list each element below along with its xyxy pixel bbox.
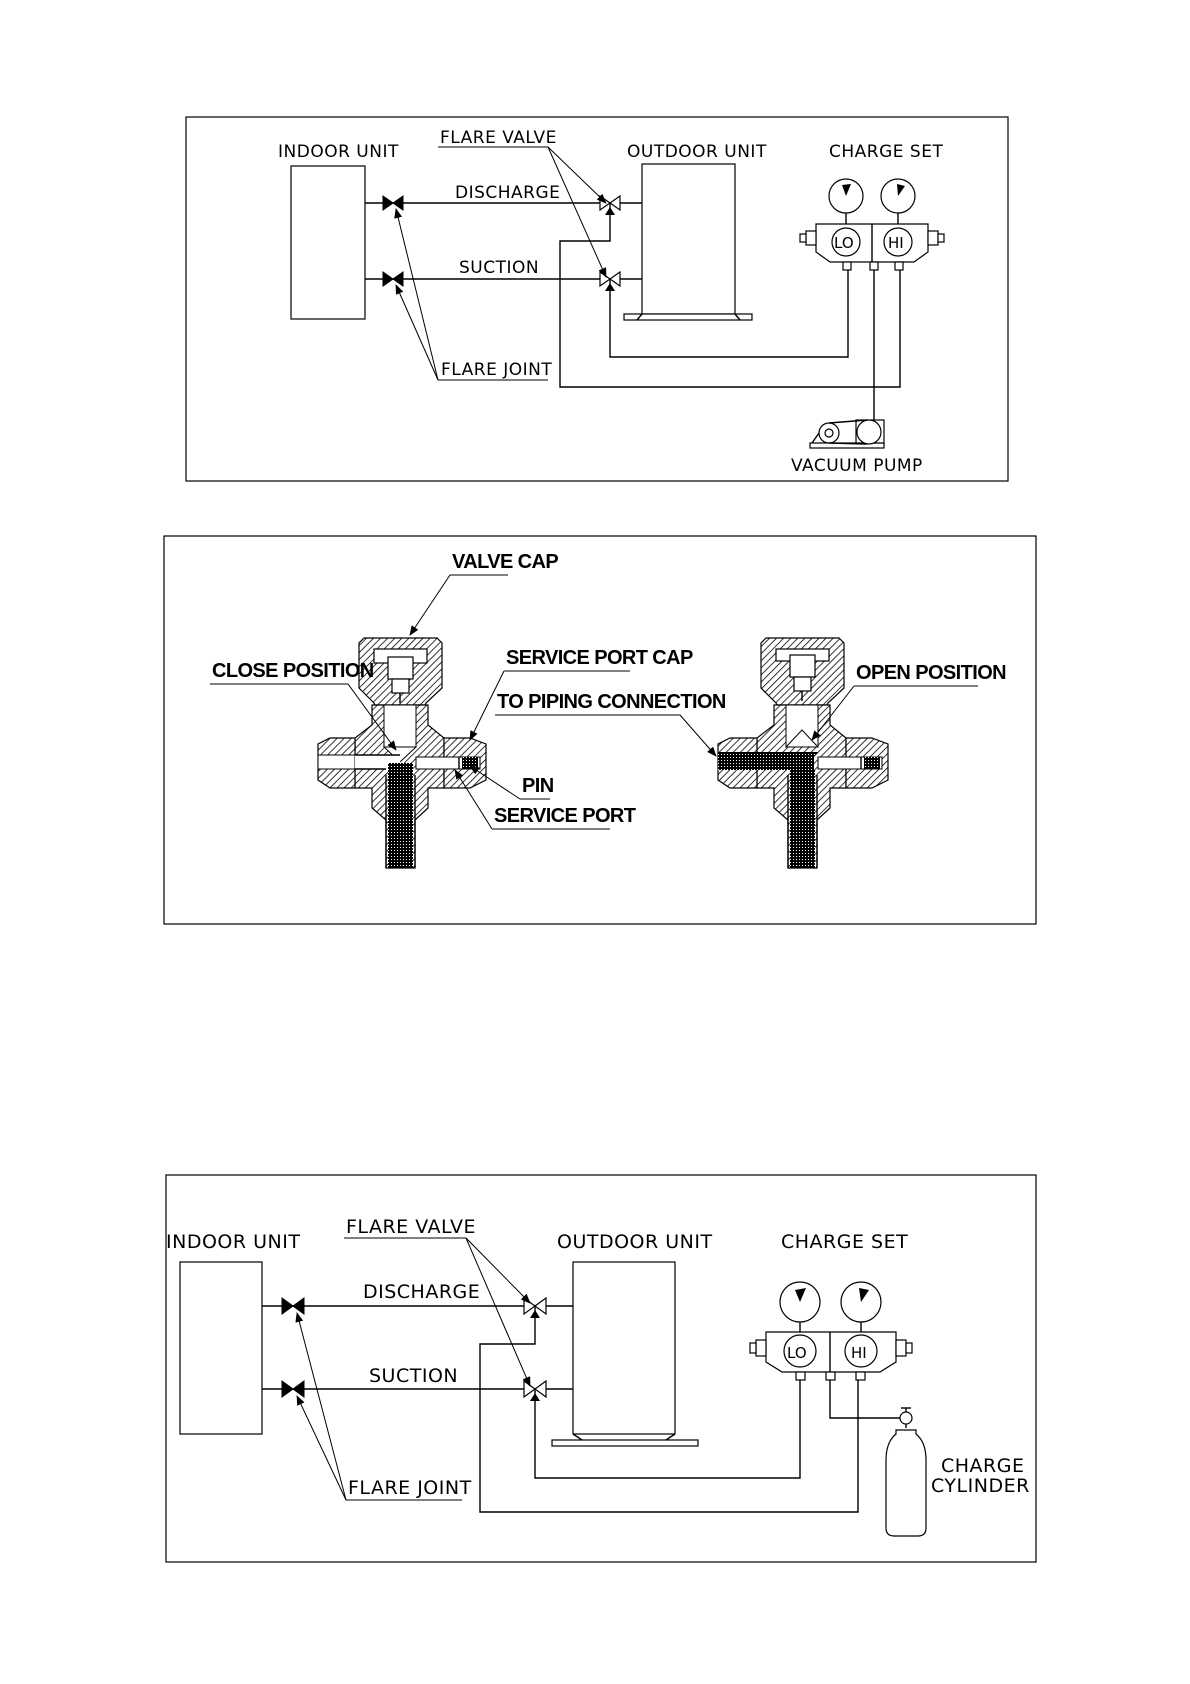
vacuum-diagram: INDOOR UNIT OUTDOOR UNIT FLARE VALVE DIS… (186, 117, 1008, 481)
valve-stem-open (790, 655, 815, 677)
hi-gauge-label-2: HI (851, 1344, 867, 1362)
service-port-cap-label: SERVICE PORT CAP (506, 647, 693, 669)
vacuum-pump (810, 420, 884, 448)
valve-diagram-frame (164, 536, 1036, 924)
flare-valve-discharge-2 (524, 1298, 546, 1318)
flare-valve-suction (600, 272, 620, 291)
charge-set-label-2: CHARGE SET (781, 1231, 908, 1253)
outdoor-unit-label: OUTDOOR UNIT (627, 142, 767, 162)
charge-set-manifold: LO HI (800, 179, 944, 270)
flare-valve-label-2: FLARE VALVE (346, 1216, 476, 1238)
charge-cylinder (886, 1408, 926, 1536)
suction-label-2: SUCTION (369, 1365, 458, 1387)
hi-gauge-label: HI (888, 234, 904, 252)
charge-diagram: INDOOR UNIT OUTDOOR UNIT FLARE VALVE DIS… (166, 1175, 1036, 1562)
flare-joint-suction-2 (282, 1381, 304, 1397)
close-position-label: CLOSE POSITION (212, 660, 374, 682)
service-port-label: SERVICE PORT (494, 805, 636, 827)
valve-diagram: VALVE CAP CLOSE POSITION SERVICE PORT CA… (164, 536, 1036, 924)
charge-set-label: CHARGE SET (829, 142, 943, 162)
charge-set-manifold-2: LO HI (750, 1282, 912, 1380)
suction-label: SUCTION (459, 258, 539, 278)
discharge-label-2: DISCHARGE (363, 1281, 480, 1303)
center-hose-2 (830, 1378, 906, 1418)
valve-stem (388, 657, 413, 679)
outdoor-unit-box-2 (573, 1262, 675, 1434)
lo-gauge-label-2: LO (787, 1344, 807, 1362)
outdoor-unit-box (642, 164, 735, 314)
to-piping-connection-label: TO PIPING CONNECTION (497, 691, 726, 713)
charge-cylinder-label-line2: CYLINDER (931, 1475, 1030, 1497)
indoor-unit-box (291, 166, 365, 319)
lo-gauge-label: LO (834, 234, 854, 252)
flare-joint-label: FLARE JOINT (441, 360, 552, 380)
open-position-label: OPEN POSITION (856, 662, 1006, 684)
indoor-unit-box-2 (180, 1262, 262, 1434)
flare-joint-discharge-2 (282, 1298, 304, 1314)
indoor-unit-label-2: INDOOR UNIT (166, 1231, 300, 1253)
flare-valve-suction-2 (524, 1381, 546, 1401)
vacuum-pump-label: VACUUM PUMP (791, 456, 923, 476)
outdoor-unit-label-2: OUTDOOR UNIT (557, 1231, 713, 1253)
flare-joint-label-2: FLARE JOINT (348, 1477, 472, 1499)
charge-cylinder-label-line1: CHARGE (941, 1455, 1024, 1477)
flare-valve-discharge (600, 196, 620, 215)
flare-joint-discharge (383, 196, 403, 210)
valve-cap-label: VALVE CAP (452, 551, 558, 573)
flare-valve-label: FLARE VALVE (440, 128, 557, 148)
outdoor-unit-base-2 (552, 1440, 698, 1446)
outdoor-unit-base (624, 314, 752, 320)
pin-label: PIN (522, 775, 554, 797)
indoor-unit-label: INDOOR UNIT (278, 142, 399, 162)
discharge-label: DISCHARGE (455, 183, 560, 203)
flare-joint-suction (383, 272, 403, 286)
